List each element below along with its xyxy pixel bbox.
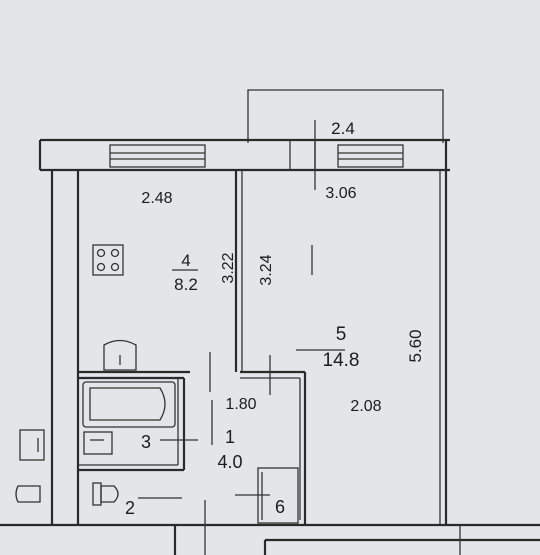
dim-hall-width: 1.80 [225,396,256,413]
door-marks [138,120,345,555]
dim-kitchen-depth: 3.22 [220,252,237,283]
sink-icon [103,339,137,371]
stove-icon [92,244,124,276]
outer-walls [0,138,540,555]
dim-room-width-top: 3.06 [325,185,356,202]
dim-balcony-width: 2.4 [331,119,355,138]
room-toilet-number: 2 [125,498,135,518]
window-kitchen [109,144,206,168]
room-storage-number: 6 [275,497,285,517]
toilet-icon [92,482,119,506]
room-area: 8.2 [174,275,198,294]
room-number: 1 [225,427,235,447]
room-kitchen: 4 8.2 [174,251,198,294]
bathtub-icon [82,381,176,428]
room-bathroom-number: 3 [141,432,151,452]
room-area: 14.8 [323,350,360,371]
dim-kitchen-width: 2.48 [141,190,172,207]
dim-room-depth-upper: 3.24 [258,254,275,285]
room-living: 5 14.8 [323,324,360,371]
neighbor-fixtures [15,429,113,503]
room-hall: 1 4.0 [217,427,242,472]
dim-room-width-bottom: 2.08 [350,398,381,415]
dim-room-length: 5.60 [406,329,425,362]
balcony [247,89,444,143]
room-number: 5 [336,324,347,345]
room-number: 4 [181,251,190,270]
room-area: 4.0 [217,452,242,472]
